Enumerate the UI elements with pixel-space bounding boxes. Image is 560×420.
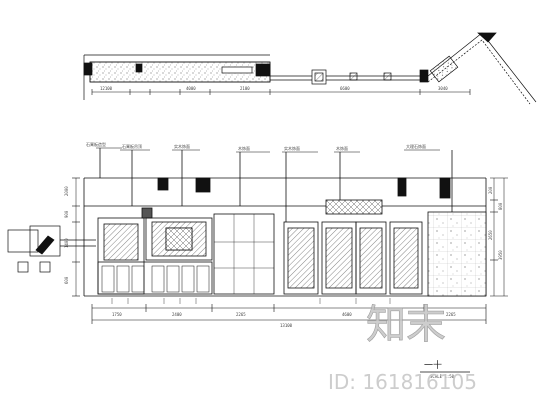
plan-view	[83, 32, 537, 105]
callout: 石膏板造型	[86, 141, 106, 147]
dim-right: 2650	[488, 230, 493, 240]
dim-right: 800	[498, 202, 503, 210]
callout: 实木饰面	[174, 143, 190, 149]
plan-dim: 12100	[100, 86, 113, 91]
dim-left: 600	[64, 276, 69, 284]
elevation-frame	[72, 147, 508, 324]
elevation-dimension-labels: 1750 2400 2265 4600 2265 13100 2000 900 …	[64, 186, 503, 328]
dim-right: 200	[488, 186, 493, 194]
dim-total: 13100	[280, 323, 293, 328]
dim-left: 1400	[64, 238, 69, 248]
plan-dim: 3040	[438, 86, 448, 91]
dim-right: 3950	[498, 250, 503, 260]
dim-bottom: 4600	[342, 312, 352, 317]
dim-left: 900	[64, 210, 69, 218]
callout-labels: 石膏板造型 石膏板吊顶 实木饰面 木饰面 实木饰面 木饰面 大理石饰面	[86, 141, 426, 151]
dim-bottom: 2400	[172, 312, 182, 317]
title-mark-label: 一十	[424, 359, 442, 371]
screen-panels	[283, 221, 423, 295]
plan-dim: 6600	[340, 86, 350, 91]
dim-bottom: 2265	[446, 312, 456, 317]
section-detail	[7, 225, 96, 273]
dim-bottom: 1750	[112, 312, 122, 317]
callout: 大理石饰面	[406, 143, 426, 149]
dim-left: 2000	[64, 186, 69, 196]
plan-dim: 4000	[186, 86, 196, 91]
dim-bottom: 2265	[236, 312, 246, 317]
watermark-id: ID: 161816105	[328, 370, 477, 394]
title-mark-scale: SCALE 1:50	[430, 374, 455, 379]
plan-dimension-labels: 12100 4000 2100 6600 3040	[100, 86, 448, 91]
plan-dim: 2100	[240, 86, 250, 91]
callout: 实木饰面	[284, 145, 300, 151]
callout: 木饰面	[238, 145, 250, 151]
callout: 石膏板吊顶	[122, 143, 142, 149]
callout: 木饰面	[336, 145, 348, 151]
watermark-logo: 知末	[366, 302, 446, 348]
title-mark: 一十 SCALE 1:50	[420, 359, 470, 379]
watermark: 知末 ID: 161816105	[328, 302, 477, 394]
